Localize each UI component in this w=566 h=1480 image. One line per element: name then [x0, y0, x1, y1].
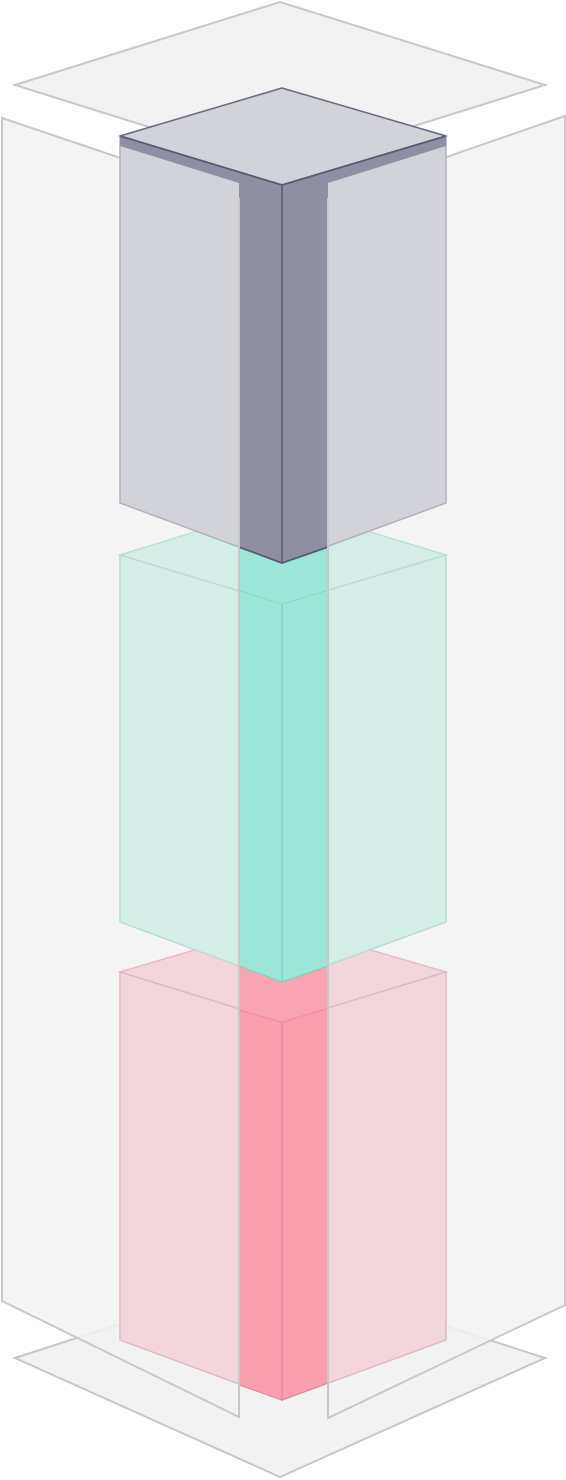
top-block-core-right	[282, 183, 328, 563]
top-block-light-diamond	[120, 88, 446, 168]
top-block-top-dark-band-left	[120, 136, 282, 198]
middle-block-core-left	[238, 589, 283, 983]
bottom-block	[117, 923, 449, 1402]
bottom-block-core-right	[281, 1007, 329, 1401]
top-block-top-dark-band-right	[282, 136, 446, 198]
top-block-top-outline	[119, 87, 447, 137]
middle-block	[117, 504, 449, 984]
top-block-bottom-outline	[238, 546, 329, 564]
top-block-core-left	[239, 183, 282, 563]
middle-block-core-right	[281, 589, 329, 983]
bottom-block-core-left	[238, 1009, 283, 1401]
top-block	[117, 87, 449, 565]
